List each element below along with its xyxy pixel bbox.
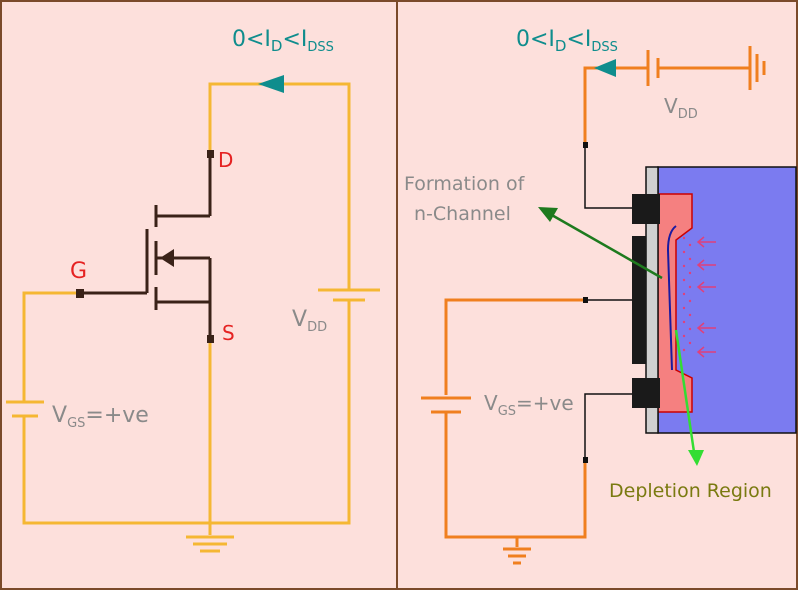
right-panel: 0<ID<IDSS VDD Formation of n-Channel VGS…: [404, 27, 797, 565]
gate-node-dot: [583, 297, 588, 303]
mosfet-body-arrow-icon: [160, 249, 174, 267]
source-terminal-dot: [207, 335, 214, 343]
gate-label: G: [70, 259, 87, 284]
left-vgs-label: VGS=+ve: [52, 403, 149, 431]
mosfet-symbol: [80, 158, 212, 338]
gate-contact: [632, 236, 646, 364]
n-channel-edge: [666, 225, 677, 371]
depletion-label: Depletion Region: [609, 480, 772, 502]
source-node-dot: [583, 457, 588, 463]
left-panel: 0<ID<IDSS D G S VDD VGS=+ve: [6, 27, 380, 553]
left-vdd-battery: [318, 288, 380, 302]
right-current-label: 0<ID<IDSS: [516, 27, 618, 55]
drain-terminal-dot: [207, 150, 214, 158]
left-current-label: 0<ID<IDSS: [232, 27, 334, 55]
left-vgs-battery: [6, 400, 44, 418]
depletion-pointer-arrow-icon: [688, 450, 704, 466]
left-vdd-label: VDD: [292, 307, 327, 335]
device-leads: [584, 145, 634, 460]
field-arrows-icon: [696, 236, 716, 358]
depletion-dots: [682, 236, 692, 352]
left-ground-icon: [186, 535, 234, 553]
right-current-arrow-icon: [594, 59, 616, 77]
right-vdd-ground-icon: [748, 46, 766, 90]
right-vgs-battery: [421, 396, 471, 414]
drain-contact: [632, 194, 660, 224]
n-region: [657, 193, 693, 413]
channel-pointer-line: [549, 212, 663, 280]
left-current-arrow-icon: [258, 75, 284, 93]
right-vgs-label: VGS=+ve: [484, 391, 574, 419]
source-label: S: [222, 321, 235, 345]
channel-pointer-arrow-icon: [538, 207, 558, 222]
channel-label-line2: n-Channel: [414, 203, 511, 225]
source-contact: [632, 378, 660, 408]
depletion-pointer-line: [674, 329, 696, 453]
right-ground-icon: [503, 547, 531, 565]
channel-label-line1: Formation of: [404, 173, 526, 195]
left-circuit-wires: [22, 82, 351, 535]
right-vdd-label: VDD: [664, 94, 698, 122]
right-circuit-wires: [444, 66, 750, 547]
gate-terminal-dot: [76, 289, 84, 298]
drain-label: D: [218, 148, 233, 172]
right-vdd-battery: [646, 50, 660, 86]
drain-node-dot: [583, 142, 588, 148]
